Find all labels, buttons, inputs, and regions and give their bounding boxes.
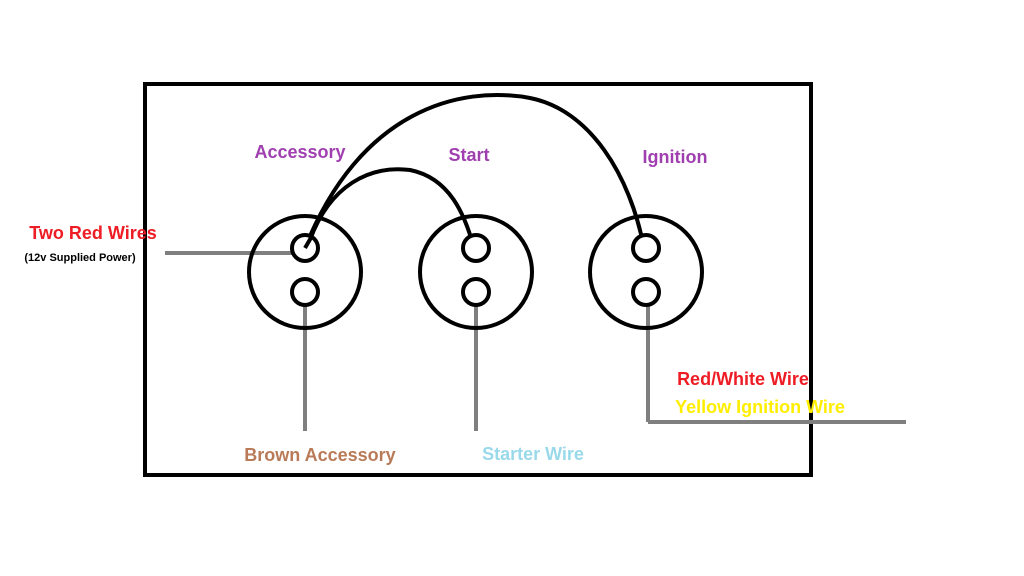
switch-housing-outline: [143, 82, 813, 477]
power-note-label: (12v Supplied Power): [24, 252, 136, 264]
accessory-terminal: [247, 214, 363, 330]
starter-wire-label: Starter Wire: [482, 444, 584, 464]
ignition-bottom-post: [631, 277, 661, 307]
start-top-post: [461, 233, 491, 263]
two-red-wires-label: Two Red Wires: [29, 223, 157, 243]
start-terminal: [418, 214, 534, 330]
accessory-label: Accessory: [254, 142, 345, 162]
start-bottom-post: [461, 277, 491, 307]
ignition-terminal: [588, 214, 704, 330]
ignition-label: Ignition: [643, 147, 708, 167]
jumper-arc-accessory-to-start: [308, 167, 476, 249]
accessory-bottom-post: [290, 277, 320, 307]
yellow-ignition-wire-label: Yellow Ignition Wire: [675, 397, 845, 417]
red-white-wire-label: Red/White Wire: [677, 369, 809, 389]
ignition-top-post: [631, 233, 661, 263]
brown-accessory-label: Brown Accessory: [244, 445, 395, 465]
jumper-end-accessory: [303, 234, 314, 250]
jumper-arc-accessory-to-ignition: [303, 93, 646, 249]
start-label: Start: [448, 145, 489, 165]
